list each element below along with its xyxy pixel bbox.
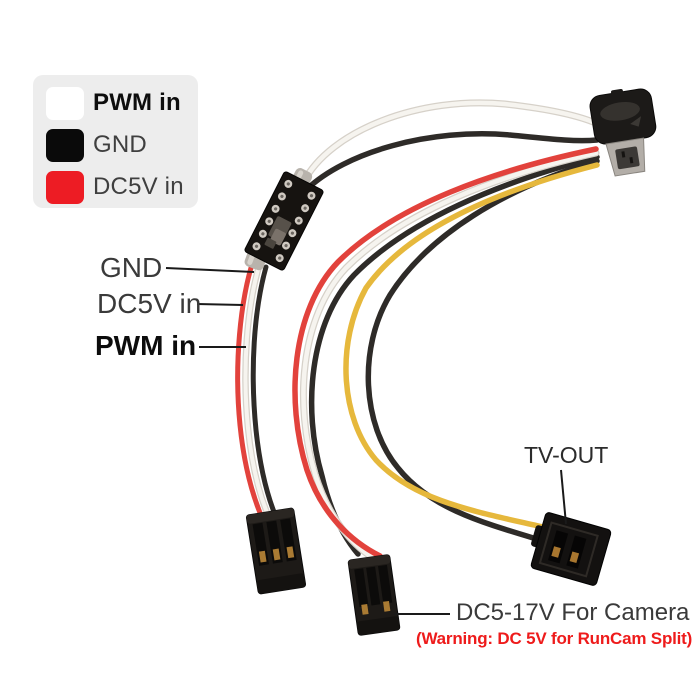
usb-connector [589, 88, 657, 177]
leader-dc5v [196, 303, 244, 306]
pcb-components [264, 216, 292, 249]
pcb-pad-holes [254, 182, 314, 260]
legend-label-pwm: PWM in [93, 89, 181, 116]
legend-label-dc5v: DC5V in [93, 173, 184, 200]
wire-red-camera [292, 146, 599, 559]
tvout-pins [551, 546, 580, 564]
gnd-wire-label: GND [100, 252, 163, 283]
pcb-pads [252, 179, 316, 263]
tvout-label: TV-OUT [524, 442, 609, 468]
pcb-body [244, 171, 324, 271]
servo-pins-camera [361, 600, 391, 615]
camera-label: DC5-17V For Camera [456, 599, 690, 626]
leader-lines [165, 267, 567, 615]
legend-item-pwm: PWM in [46, 82, 198, 124]
legend-swatch-gnd [46, 128, 84, 162]
wire-black-usb [303, 131, 600, 193]
legend-swatch-pwm [46, 86, 84, 120]
legend-item-dc5v: DC5V in [46, 166, 198, 208]
pwm-wire-label: PWM in [95, 330, 197, 361]
usb-plug [605, 137, 646, 177]
dc5v-wire-label: DC5V in [97, 288, 202, 319]
camera-wire-bundle [292, 146, 600, 562]
servo-connector-input [245, 507, 307, 595]
servo-connector-camera [347, 554, 401, 636]
camera-warning-label: (Warning: DC 5V for RunCam Split) [416, 629, 693, 648]
pcb-board [244, 168, 324, 271]
wire-yellow-tvout [343, 162, 600, 531]
input-wire-trio [235, 255, 282, 527]
wire-black-tvout [365, 158, 600, 543]
leader-gnd [165, 267, 255, 273]
wire-white-usb [300, 100, 601, 186]
legend-label-gnd: GND [93, 131, 147, 158]
legend: PWM in GND DC5V in [33, 75, 198, 208]
legend-swatch-dc5v [46, 170, 84, 204]
leader-tvout [560, 469, 567, 525]
wire-red-input [235, 255, 266, 523]
wire-black-input [250, 264, 282, 527]
wire-white-input [243, 261, 273, 524]
legend-item-gnd: GND [46, 124, 198, 166]
tvout-wire-pair [343, 158, 600, 543]
usb-wire-pair [299, 99, 602, 193]
tvout-connector [530, 512, 612, 586]
servo-pins-input [258, 546, 295, 563]
